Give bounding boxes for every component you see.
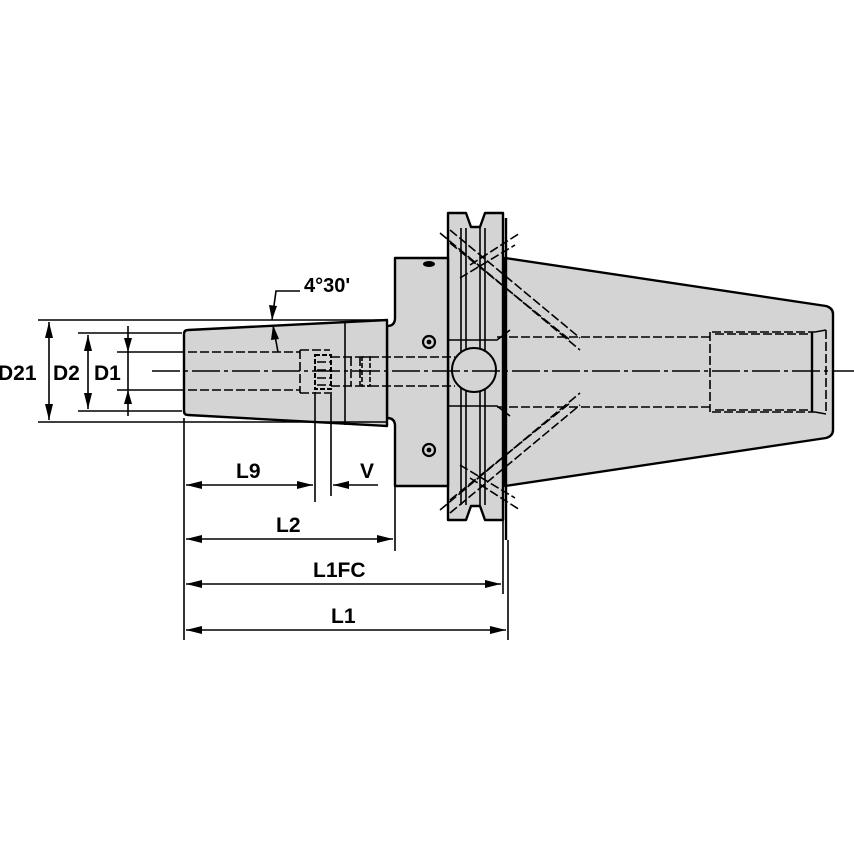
screw-hole-icon [421,261,437,458]
dim-label-l1: L1 [331,605,356,628]
shrink-fit-nose [182,318,389,428]
dim-label-l9: L9 [236,460,261,483]
taper-shank [503,256,835,488]
dim-label-l2: L2 [276,514,301,537]
collar-body [385,256,450,488]
drawbar-bore [709,329,827,415]
dim-label-l1fc: L1FC [313,559,366,582]
taper-angle-label: 4°30' [304,275,350,297]
angle-annotation: 4°30' [269,275,350,353]
cross-hole [451,347,497,393]
length-dimensions: L9 V L2 L1FC L1 [183,392,509,640]
diameter-dimensions: D21 D2 D1 [0,319,387,423]
dim-label-d1: D1 [94,362,121,385]
dim-label-d21: D21 [0,362,37,385]
tool-holder [182,211,835,540]
dim-label-d2: D2 [53,362,80,385]
coolant-channels [439,229,581,514]
dim-label-v: V [360,460,374,483]
